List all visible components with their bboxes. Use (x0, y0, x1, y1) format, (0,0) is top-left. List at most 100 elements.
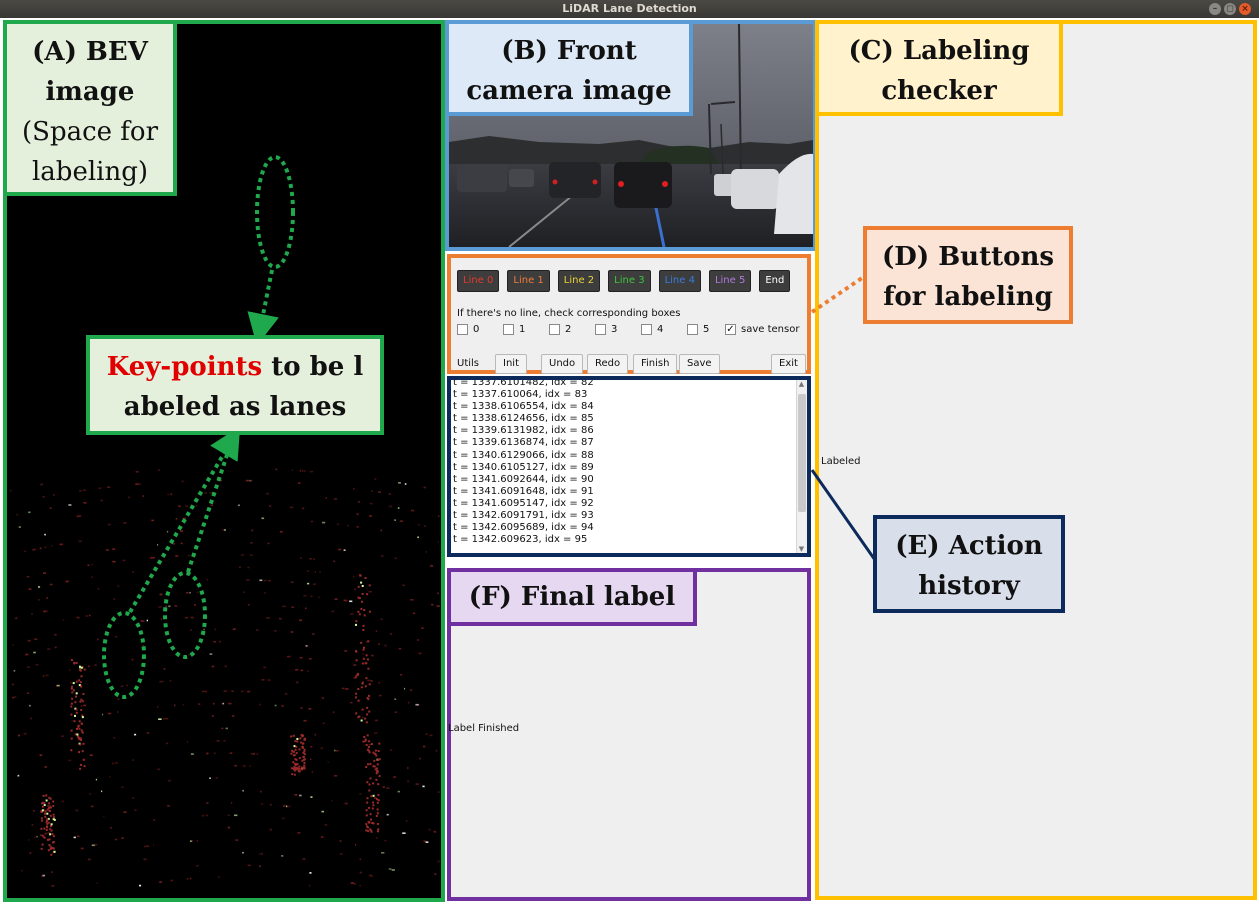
bev-point (380, 529, 383, 532)
bev-point (321, 697, 324, 699)
bev-point (209, 777, 211, 779)
bev-point (240, 554, 244, 556)
bev-point (46, 812, 49, 815)
checkbox-box[interactable] (687, 324, 698, 335)
bev-point (190, 616, 194, 619)
line-4-button[interactable]: Line 4 (658, 270, 701, 292)
bev-point (368, 584, 371, 587)
scroll-thumb[interactable] (798, 394, 806, 512)
bev-point (431, 603, 434, 606)
checkbox-box[interactable] (595, 324, 606, 335)
line-1-button[interactable]: Line 1 (507, 270, 550, 292)
history-scrollbar[interactable]: ▲ ▼ (796, 380, 807, 553)
checkbox-label: 0 (473, 324, 480, 335)
bev-point (302, 734, 304, 737)
bev-point (307, 582, 310, 585)
minimize-icon[interactable]: – (1209, 3, 1221, 15)
bev-point (43, 827, 46, 830)
bev-point (370, 502, 373, 505)
bev-point (282, 605, 286, 608)
finish-button[interactable]: Finish (633, 354, 678, 374)
bev-point (301, 766, 304, 769)
no-line-5-checkbox[interactable]: 5 (687, 324, 709, 335)
action-history-panel[interactable]: t = 1337.6101482, idx = 82 t = 1337.6100… (447, 376, 811, 557)
bev-point (95, 778, 97, 781)
bev-point (43, 804, 46, 806)
line-3-button[interactable]: Line 3 (608, 270, 651, 292)
bev-point (29, 704, 31, 707)
end-button[interactable]: End (759, 270, 791, 292)
bev-point (423, 486, 426, 489)
exit-button[interactable]: Exit (771, 354, 806, 374)
save-tensor-checkbox[interactable]: ✓save tensor (725, 324, 799, 335)
keypoints-line-2: abeled as lanes (123, 392, 347, 422)
scroll-down-icon[interactable]: ▼ (798, 545, 805, 553)
checkbox-label: 5 (703, 324, 710, 335)
redo-button[interactable]: Redo (587, 354, 629, 374)
undo-button[interactable]: Undo (541, 354, 584, 374)
bev-point (49, 806, 52, 809)
checkbox-box[interactable]: ✓ (725, 324, 736, 335)
bev-point (48, 810, 51, 812)
bev-point (361, 585, 364, 587)
bev-point (72, 682, 75, 685)
bev-point (377, 811, 379, 813)
maximize-icon[interactable]: ◻ (1224, 3, 1236, 15)
line-2-button[interactable]: Line 2 (557, 270, 601, 292)
bev-point (122, 559, 126, 562)
no-line-2-checkbox[interactable]: 2 (549, 324, 571, 335)
bev-point (287, 655, 291, 658)
bev-point (195, 504, 198, 507)
bev-point (80, 705, 82, 707)
line-0-button[interactable]: Line 0 (457, 270, 500, 292)
checkbox-box[interactable] (549, 324, 560, 335)
no-line-3-checkbox[interactable]: 3 (595, 324, 617, 335)
bev-point (374, 732, 378, 734)
line-5-button[interactable]: Line 5 (708, 270, 752, 292)
bev-point (295, 745, 298, 748)
bev-point (355, 675, 358, 678)
bev-point (81, 731, 84, 734)
no-line-1-checkbox[interactable]: 1 (503, 324, 525, 335)
bev-point (298, 757, 301, 760)
bev-point (410, 599, 414, 601)
bev-point (360, 686, 363, 689)
bev-point (96, 882, 98, 884)
bev-point (46, 818, 49, 821)
bev-point (73, 836, 76, 839)
bev-point (42, 835, 45, 838)
bev-point (68, 759, 72, 762)
bev-point (93, 843, 98, 846)
no-line-4-checkbox[interactable]: 4 (641, 324, 663, 335)
bev-point (225, 727, 228, 730)
bev-point (356, 513, 359, 515)
bev-point (243, 591, 245, 593)
checkbox-box[interactable] (641, 324, 652, 335)
bev-point (53, 816, 55, 819)
bev-point (364, 685, 367, 688)
init-button[interactable]: Init (495, 354, 527, 374)
bev-point (437, 791, 441, 793)
bev-point (21, 869, 23, 872)
bev-point (322, 521, 326, 524)
bev-point (44, 766, 47, 768)
history-line: t = 1342.609623, idx = 95 (453, 534, 588, 546)
bev-point (12, 696, 15, 699)
checkbox-label: 3 (611, 324, 618, 335)
bev-point (158, 606, 162, 608)
bev-point (126, 684, 128, 687)
bev-point (41, 809, 44, 812)
bev-point (394, 557, 397, 560)
bev-point (80, 722, 83, 725)
bev-point (408, 701, 410, 704)
checkbox-box[interactable] (457, 324, 468, 335)
bev-point (300, 557, 302, 559)
bev-point (73, 720, 76, 723)
scroll-up-icon[interactable]: ▲ (798, 380, 805, 388)
bev-point (178, 505, 181, 508)
checkbox-box[interactable] (503, 324, 514, 335)
history-line: t = 1337.610064, idx = 83 (453, 389, 588, 401)
no-line-0-checkbox[interactable]: 0 (457, 324, 479, 335)
close-icon[interactable]: × (1239, 3, 1251, 15)
save-button[interactable]: Save (679, 354, 720, 374)
